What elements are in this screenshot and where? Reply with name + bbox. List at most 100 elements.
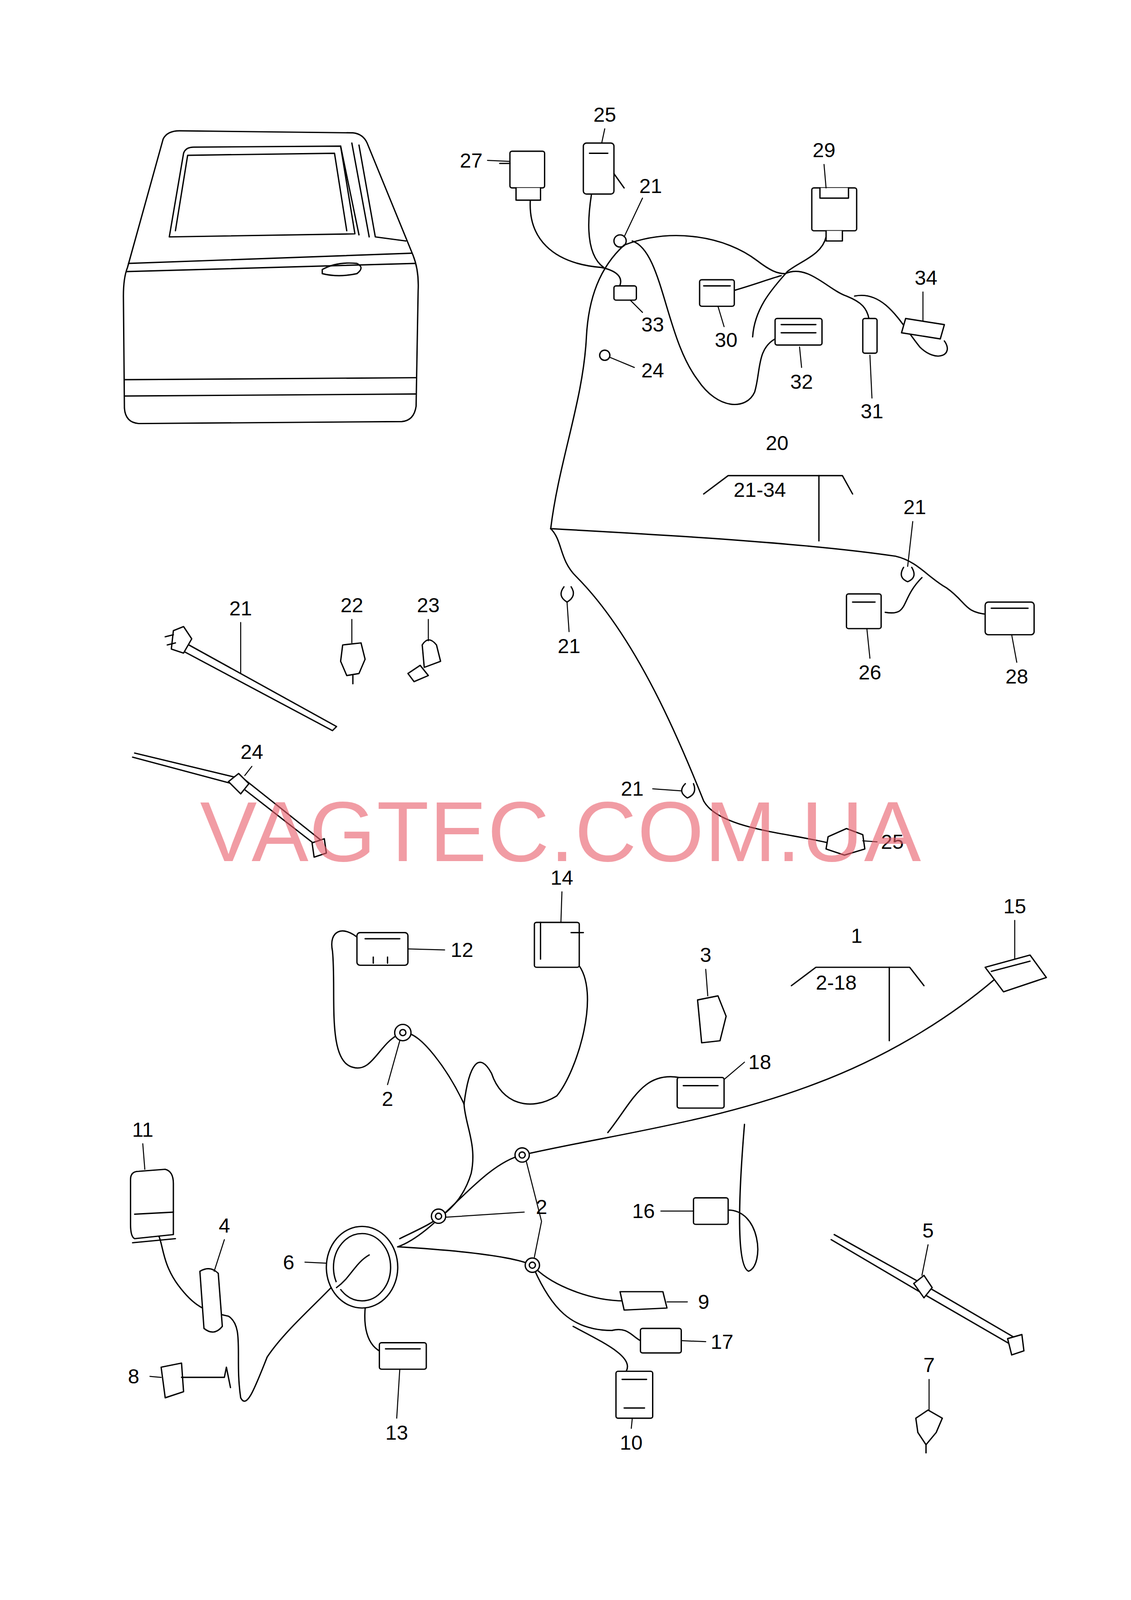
group-bracket bbox=[818, 475, 820, 541]
connector-housings bbox=[616, 1370, 653, 1418]
door-wiring-harness bbox=[632, 241, 776, 405]
connector-housings bbox=[985, 602, 1035, 635]
connector-housings bbox=[499, 143, 1035, 855]
rear-door bbox=[123, 130, 419, 424]
connector-housings bbox=[613, 285, 637, 300]
door-wiring-harness bbox=[854, 295, 948, 356]
wiring-harness bbox=[397, 1246, 625, 1301]
leader-line bbox=[631, 1417, 633, 1428]
callout-number: 28 bbox=[1003, 665, 1030, 688]
rear-door bbox=[128, 253, 412, 264]
wiring-harness bbox=[435, 1212, 442, 1219]
leader-line bbox=[305, 1261, 327, 1263]
wiring-harness bbox=[326, 1225, 398, 1308]
leader-line bbox=[866, 628, 870, 658]
leader-line bbox=[681, 1340, 706, 1342]
leader-line bbox=[1014, 920, 1016, 959]
connector-housings bbox=[540, 922, 583, 959]
connector-housings bbox=[775, 318, 822, 345]
cable-ties-and-clips bbox=[913, 1274, 933, 1298]
callout-number: 25 bbox=[591, 103, 618, 126]
connector-housings bbox=[991, 607, 1028, 609]
wiring-harness bbox=[199, 1268, 223, 1332]
callout-number: 11 bbox=[130, 1117, 156, 1141]
callout-number: 33 bbox=[639, 313, 667, 336]
leader-line bbox=[630, 300, 643, 313]
leader-line bbox=[922, 1244, 929, 1275]
callout-number: 9 bbox=[696, 1290, 712, 1313]
leader-line bbox=[601, 128, 605, 144]
wiring-harness bbox=[130, 930, 995, 1401]
leader-line bbox=[214, 1239, 225, 1272]
connector-housings bbox=[862, 318, 877, 353]
callout-number: 15 bbox=[1001, 894, 1028, 917]
callout-number: 2 bbox=[533, 1195, 549, 1218]
rear-door bbox=[126, 263, 416, 272]
door-wiring-harness bbox=[550, 245, 625, 529]
connector-housings bbox=[365, 938, 400, 964]
callout-number: 34 bbox=[912, 266, 939, 289]
leader-line bbox=[907, 521, 913, 567]
leader-line bbox=[928, 1378, 930, 1410]
wiring-harness bbox=[525, 1257, 540, 1272]
callout-number: 17 bbox=[708, 1329, 736, 1353]
door-wiring-harness bbox=[885, 577, 923, 613]
wiring-harness bbox=[572, 1326, 628, 1372]
connector-housings bbox=[901, 318, 945, 339]
callout-number: 2 bbox=[380, 1087, 396, 1110]
leader-line bbox=[142, 1143, 145, 1169]
group-bracket bbox=[703, 475, 924, 1041]
leader-line bbox=[869, 355, 872, 398]
wiring-harness bbox=[529, 1261, 536, 1268]
wiring-harness bbox=[333, 1233, 391, 1301]
connector-housings bbox=[385, 1347, 420, 1349]
callout-number: 21 bbox=[555, 634, 583, 657]
cable-ties-and-clips bbox=[340, 642, 366, 676]
cable-ties-and-clips bbox=[697, 995, 727, 1043]
callout-number: 26 bbox=[856, 661, 884, 684]
door-wiring-harness bbox=[785, 271, 870, 319]
callout-number: 24 bbox=[639, 359, 667, 382]
leader-line bbox=[240, 622, 242, 674]
door-wiring-harness bbox=[530, 193, 988, 843]
connector-housings bbox=[589, 153, 624, 188]
rear-door bbox=[124, 394, 416, 396]
callout-number: 8 bbox=[126, 1364, 142, 1388]
wiring-harness bbox=[336, 1254, 370, 1288]
callout-number: 24 bbox=[238, 740, 266, 763]
rear-door bbox=[322, 262, 361, 276]
leader-line bbox=[661, 1210, 694, 1212]
door-wiring-harness bbox=[588, 193, 604, 268]
leader-line bbox=[487, 160, 510, 162]
wiring-harness bbox=[161, 1362, 184, 1398]
connector-housings bbox=[356, 922, 1047, 1418]
connector-housings bbox=[852, 601, 875, 603]
cable-ties-and-clips bbox=[171, 626, 192, 653]
callout-number: 16 bbox=[630, 1199, 657, 1222]
door-wiring-harness bbox=[550, 528, 988, 615]
callout-number: 7 bbox=[921, 1353, 937, 1376]
connector-housings bbox=[703, 285, 731, 287]
leader-line bbox=[609, 357, 635, 368]
leader-line bbox=[407, 948, 445, 950]
leader-line bbox=[717, 306, 724, 327]
wiring-harness bbox=[397, 979, 995, 1247]
leader-line bbox=[1011, 634, 1017, 663]
callout-number: 5 bbox=[920, 1218, 936, 1241]
callout-number: 27 bbox=[458, 148, 485, 172]
rear-door bbox=[124, 377, 416, 380]
callout-number: 21-34 bbox=[731, 478, 788, 501]
connector-housings bbox=[676, 1076, 724, 1108]
callout-number: 21 bbox=[227, 596, 254, 619]
cable-ties-and-clips bbox=[915, 1409, 943, 1445]
rear-door bbox=[359, 144, 406, 241]
wiring-harness bbox=[132, 1211, 176, 1243]
wiring-harness bbox=[514, 1147, 529, 1162]
callout-number: 30 bbox=[712, 328, 740, 351]
cable-ties-and-clips bbox=[352, 675, 354, 684]
leader-line bbox=[624, 197, 643, 237]
group-bracket bbox=[791, 967, 924, 986]
cable-ties-and-clips bbox=[407, 665, 429, 682]
callout-number: 29 bbox=[810, 138, 838, 162]
leader-line bbox=[142, 128, 1017, 1429]
